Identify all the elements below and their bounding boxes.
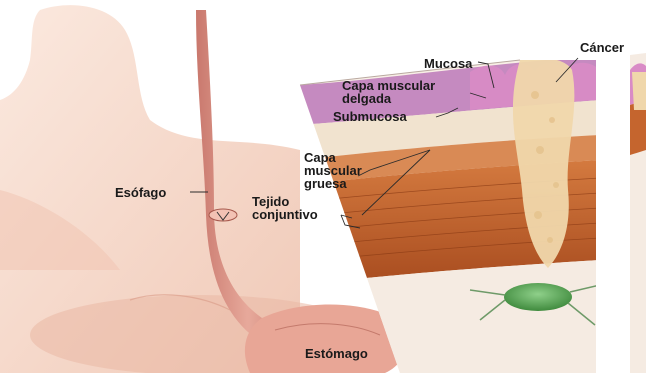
label-esofago: Esófago	[115, 186, 166, 199]
label-tejido-conjuntivo: Tejido conjuntivo	[252, 195, 318, 221]
label-capa-muscular-gruesa-line3: gruesa	[304, 177, 362, 190]
label-capa-muscular-gruesa: Capa muscular gruesa	[304, 151, 362, 190]
lymph-node	[504, 283, 572, 311]
label-mucosa: Mucosa	[424, 57, 472, 70]
second-panel	[596, 50, 646, 373]
label-estomago: Estómago	[305, 347, 368, 360]
label-cancer: Cáncer	[580, 41, 624, 54]
label-capa-muscular-delgada-line2: delgada	[342, 92, 435, 105]
label-submucosa: Submucosa	[333, 110, 407, 123]
label-tejido-conjuntivo-line2: conjuntivo	[252, 208, 318, 221]
label-capa-muscular-delgada: Capa muscular delgada	[342, 79, 435, 105]
